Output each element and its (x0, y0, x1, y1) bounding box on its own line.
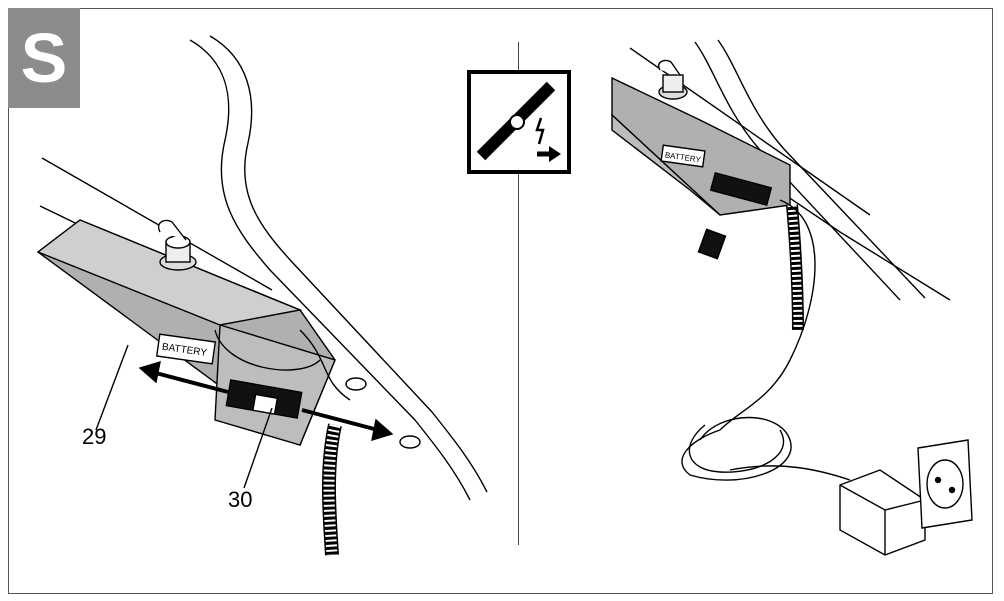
connector-30 (225, 379, 303, 419)
charger-cable (719, 199, 816, 431)
callout-29: 29 (82, 424, 107, 449)
battery-label: BATTERY (155, 333, 217, 365)
right-panel: BATTERY (611, 39, 973, 556)
charger-unit (839, 469, 926, 556)
left-handle-bar (189, 39, 471, 501)
right-connector (709, 171, 773, 207)
key-switch (158, 219, 197, 271)
wall-socket (917, 439, 973, 529)
leader-30 (243, 407, 273, 489)
leader-29 (95, 344, 129, 431)
loose-plug (697, 228, 727, 260)
panel-divider (518, 42, 519, 545)
right-battery-label: BATTERY (660, 144, 706, 168)
left-panel: BATTERY (36, 35, 488, 556)
callout-30: 30 (228, 487, 253, 512)
step-badge: S (8, 8, 80, 108)
right-handle-bar (694, 41, 901, 301)
pull-arrow-right (301, 408, 394, 442)
disconnect-power-icon (467, 70, 571, 174)
right-key-switch (658, 59, 688, 100)
pull-arrow-left (138, 360, 229, 394)
